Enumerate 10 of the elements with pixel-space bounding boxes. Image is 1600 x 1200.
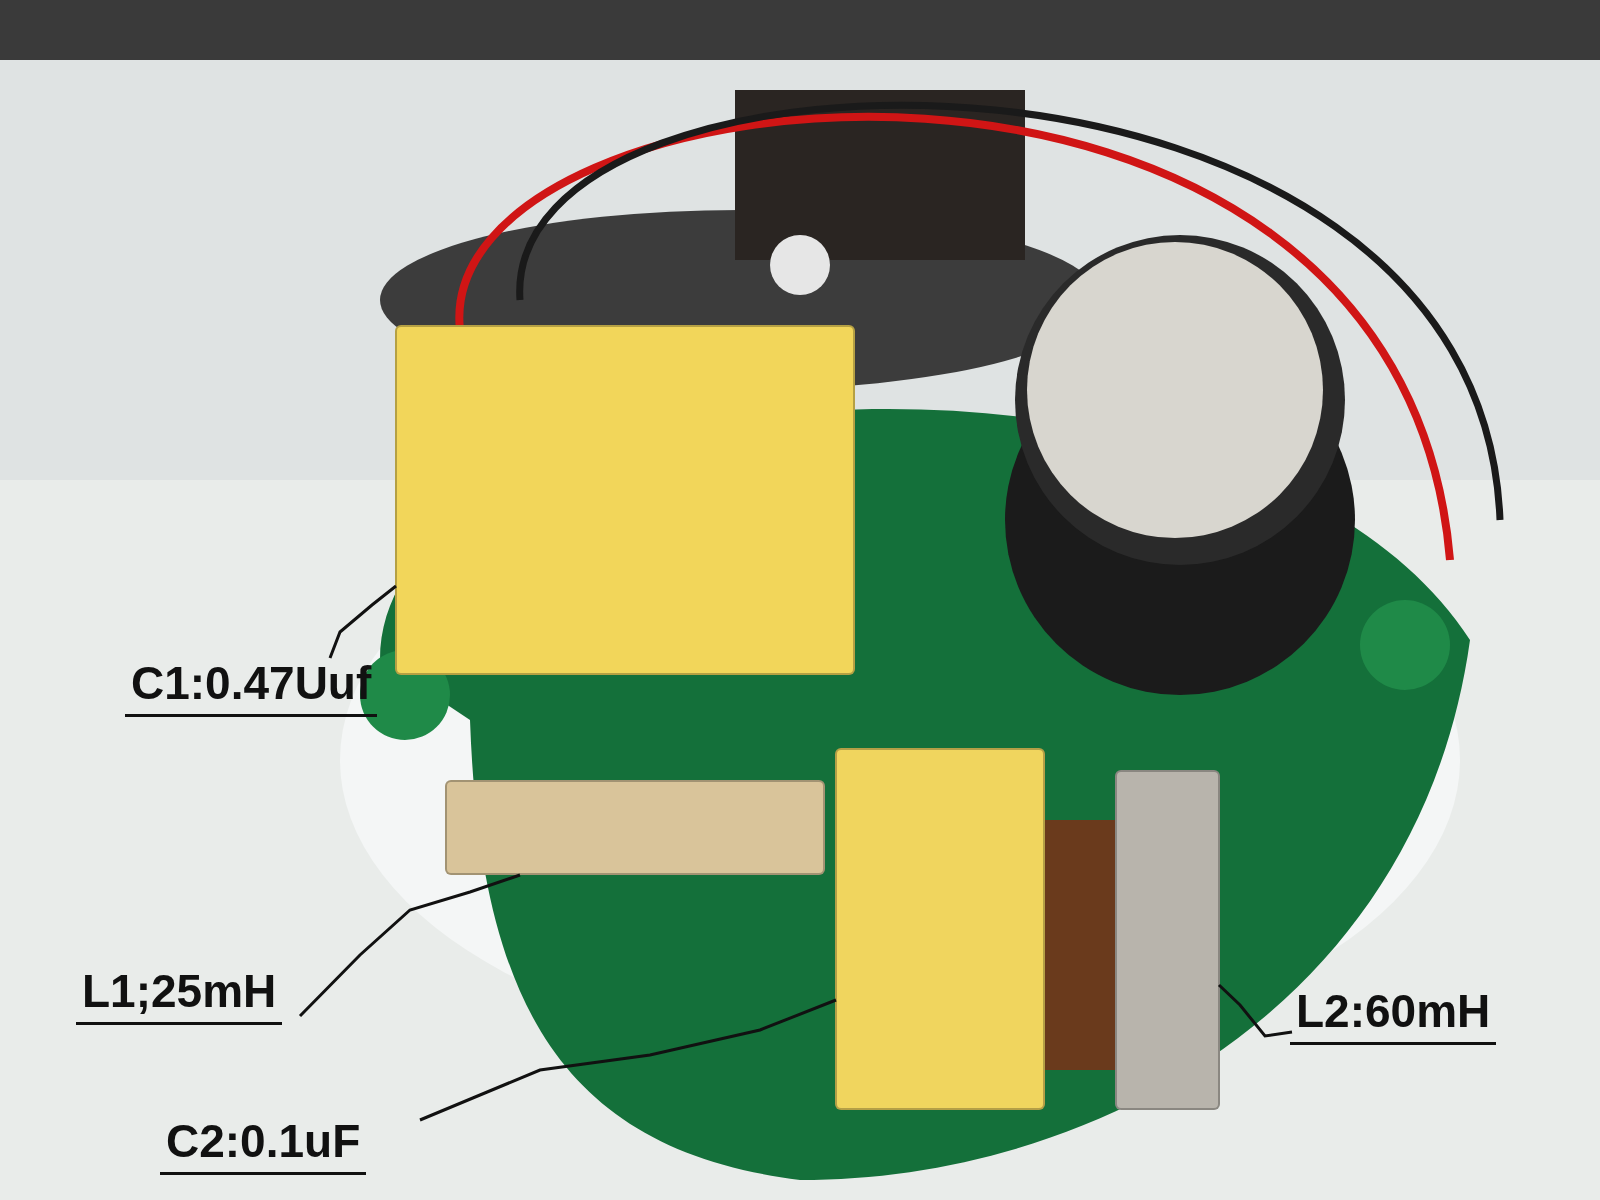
leader-line: [298, 873, 521, 1018]
component-label: L2:60mH: [1290, 988, 1497, 1045]
component-label: L1;25mH: [76, 968, 283, 1025]
capacitor-block: [395, 325, 855, 675]
inductor-coil: [445, 780, 825, 875]
leader-line: [328, 584, 397, 659]
leader-line: [419, 998, 837, 1122]
component-label: C2:0.1uF: [160, 1118, 367, 1175]
inductor-block: [1115, 770, 1220, 1110]
capacitor-block: [835, 748, 1045, 1110]
